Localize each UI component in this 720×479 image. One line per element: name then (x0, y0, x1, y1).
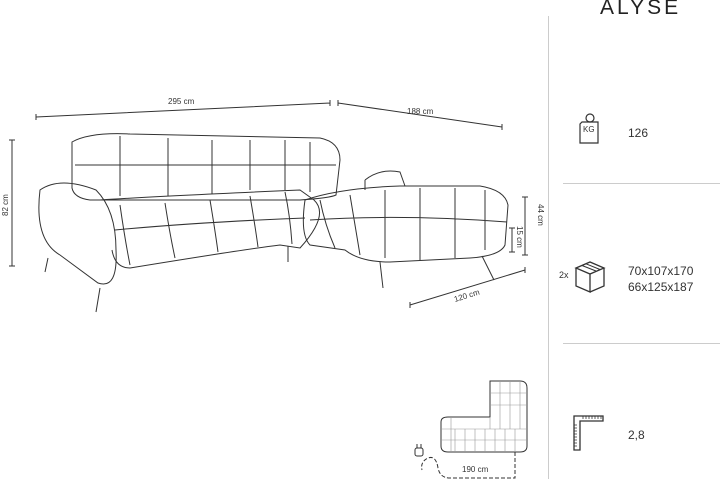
package-size-2: 66x125x187 (628, 280, 694, 294)
dim-height-label: 82 cm (1, 194, 10, 216)
divider (563, 183, 720, 184)
dim-leg-height-label: 15 cm (515, 226, 524, 248)
box-icon (574, 261, 606, 293)
sofa-diagram: 295 cm 188 cm 82 cm 44 cm 15 cm 120 cm 1… (1, 97, 545, 479)
dim-depth-label: 188 cm (407, 107, 434, 116)
divider-vertical (548, 16, 549, 479)
product-title: ALYSE (600, 0, 682, 19)
weight-value: 126 (628, 126, 649, 140)
weight-kg-icon (579, 113, 599, 144)
package-count: 2x (559, 270, 569, 280)
divider (563, 343, 720, 344)
dim-cable-length-label: 190 cm (462, 465, 489, 474)
seat-depth-value: 2,8 (628, 428, 645, 442)
ruler-angle-icon (573, 415, 604, 451)
weight-icon-label: KG (583, 125, 595, 134)
dim-width-label: 295 cm (168, 97, 195, 106)
package-size-1: 70x107x170 (628, 264, 694, 278)
dim-seat-height-label: 44 cm (536, 204, 545, 226)
dim-chaise-width-label: 120 cm (453, 288, 481, 304)
